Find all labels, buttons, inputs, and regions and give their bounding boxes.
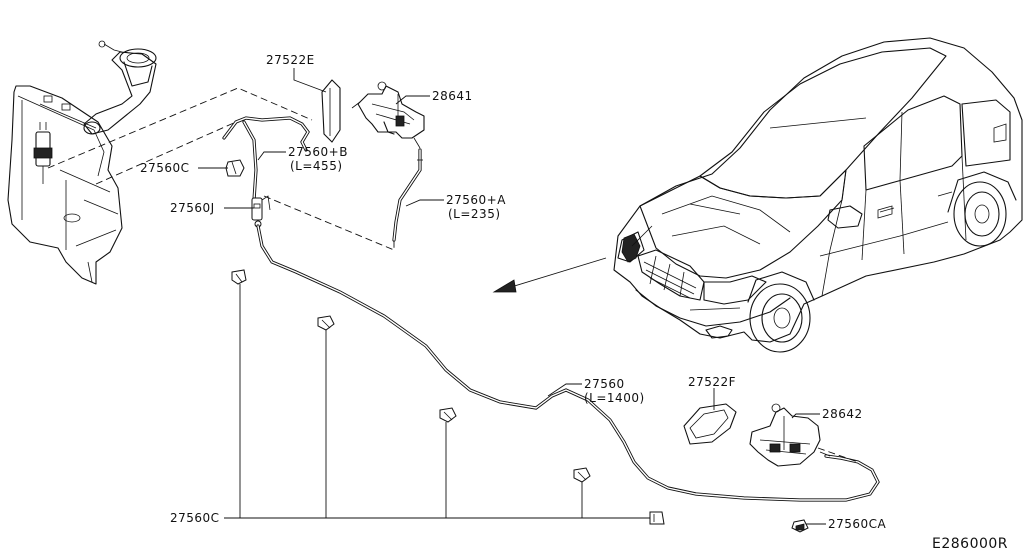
hose-27560-a	[392, 148, 423, 242]
label-27560-length: (L=1400)	[584, 391, 645, 405]
label-27560-a-length: (L=235)	[448, 207, 501, 221]
filler-neck	[83, 40, 157, 135]
joint-27560j	[251, 195, 271, 228]
label-27560-b: 27560+B	[288, 145, 348, 159]
dashed-link-tank-lower	[95, 121, 237, 185]
cap-27522f	[683, 403, 737, 445]
nozzle-28642	[749, 403, 831, 467]
label-27560c-upper: 27560C	[140, 161, 190, 175]
direction-arrow	[492, 257, 607, 293]
leader-lines	[198, 68, 826, 525]
label-27560: 27560	[584, 377, 625, 391]
clip-hose-2	[317, 315, 335, 331]
leaders-27560c-bottom	[224, 284, 650, 519]
label-28642: 28642	[822, 407, 863, 421]
clip-27560ca	[791, 519, 809, 533]
nozzle-28641	[351, 81, 425, 149]
label-27522f: 27522F	[688, 375, 736, 389]
label-27560c-bottom: 27560C	[170, 511, 220, 525]
clip-27560c-upper	[225, 159, 245, 177]
label-27560j: 27560J	[170, 201, 215, 215]
dashed-link-tank	[47, 87, 313, 169]
label-27560-b-length: (L=455)	[290, 159, 343, 173]
cap-27522e	[321, 79, 341, 143]
dashed-link-28642	[817, 447, 859, 463]
label-27560-a: 27560+A	[446, 193, 506, 207]
vehicle-illustration	[613, 37, 1023, 353]
washer-tank	[7, 85, 123, 285]
dashed-link-joint	[263, 195, 395, 251]
clip-hose-5	[649, 511, 665, 525]
label-27522e: 27522E	[266, 53, 315, 67]
hose-27560-main	[256, 224, 880, 502]
label-27560ca: 27560CA	[828, 517, 887, 531]
washer-pump	[33, 122, 53, 184]
label-28641: 28641	[432, 89, 473, 103]
hose-27560-b	[222, 116, 310, 202]
clip-hose-3	[439, 407, 457, 423]
clip-hose-4	[573, 467, 591, 483]
diagram-code: E286000R	[932, 536, 1008, 552]
clip-hose-1	[231, 269, 247, 285]
